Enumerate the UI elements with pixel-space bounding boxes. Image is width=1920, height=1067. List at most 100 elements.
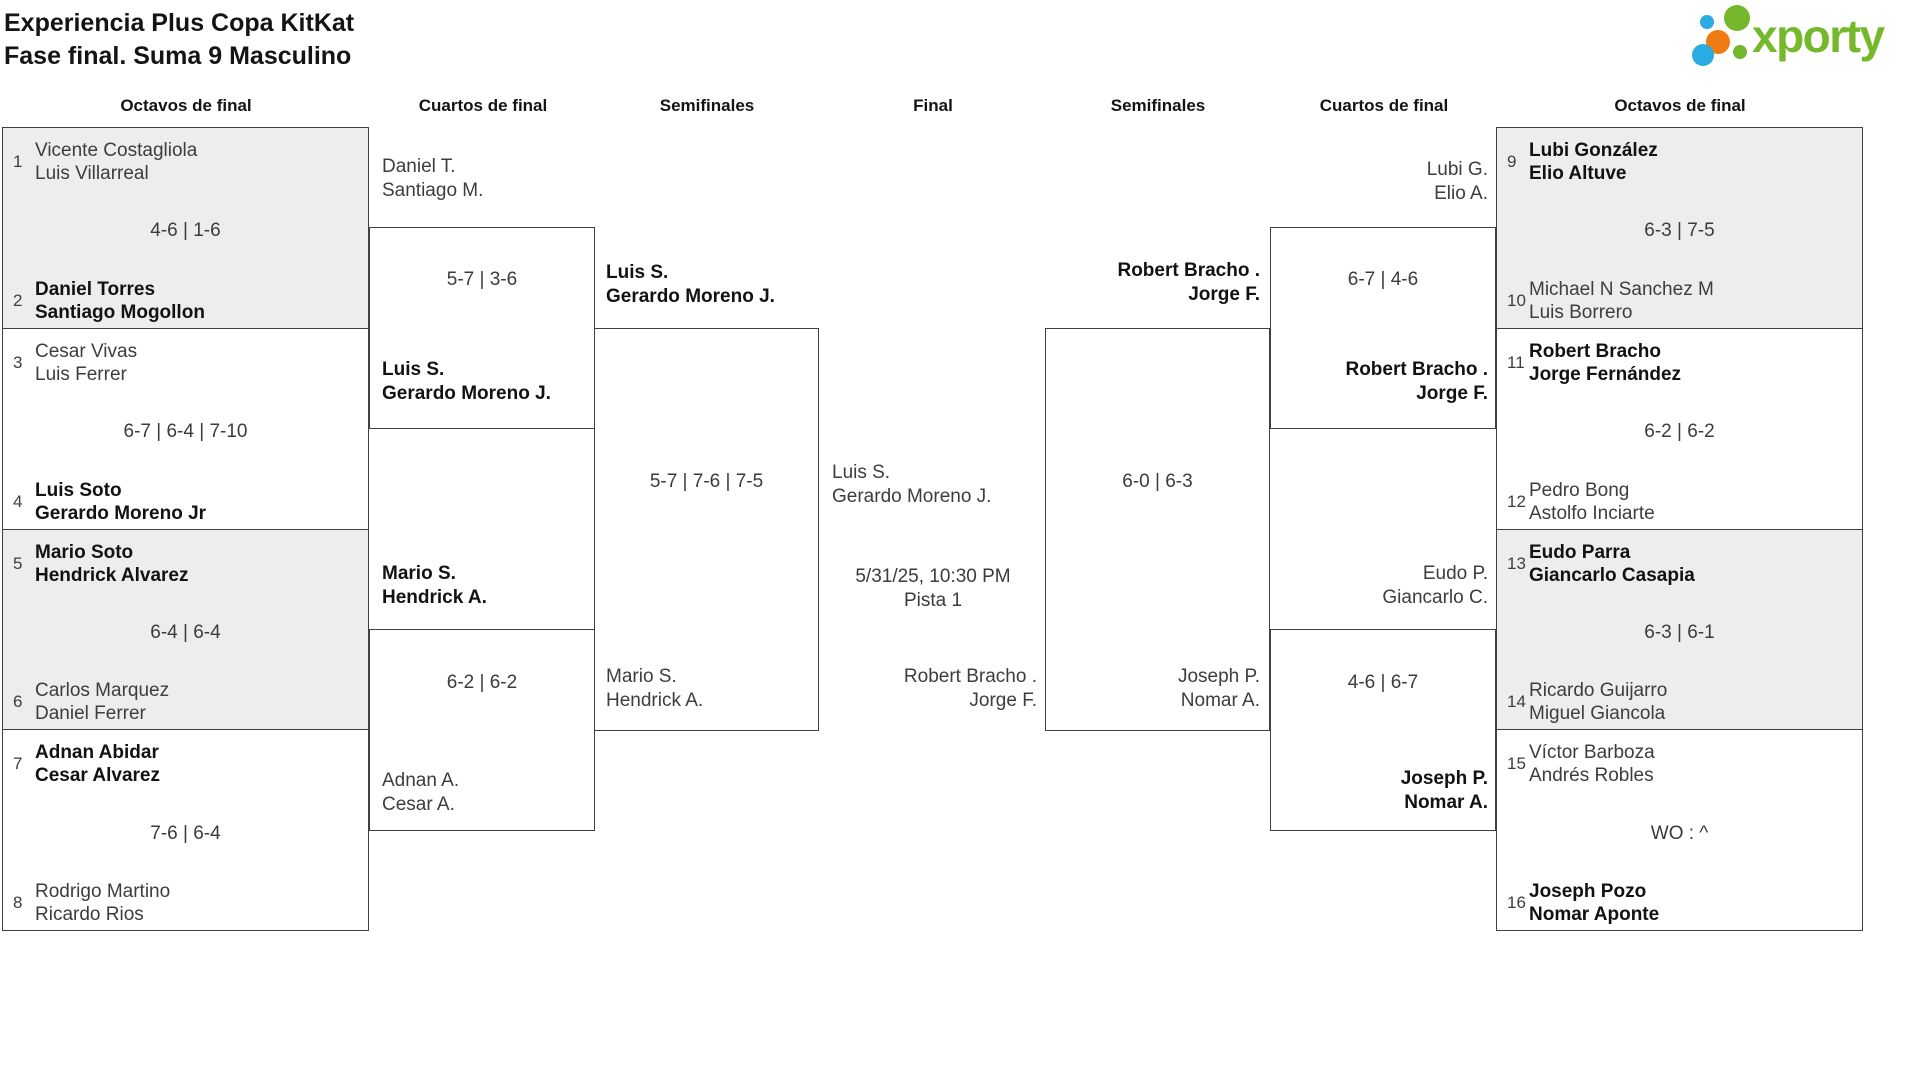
- team-names: Cesar Vivas Luis Ferrer: [35, 340, 137, 386]
- match-box-r16-1[interactable]: 1 Vicente Costagliola Luis Villarreal 4-…: [3, 128, 368, 328]
- player-name: Miguel Giancola: [1529, 703, 1666, 725]
- player-name: Robert Bracho: [1529, 340, 1661, 362]
- team-label-final-top: Luis S. Gerardo Moreno J.: [832, 461, 991, 509]
- player-name: Jorge F.: [1416, 383, 1488, 404]
- match-box-r16-3[interactable]: 5 Mario Soto Hendrick Alvarez 6-4 | 6-4 …: [3, 528, 368, 730]
- seed-number: 4: [13, 491, 23, 511]
- player-name: Elio Altuve: [1529, 163, 1627, 184]
- player-name: Nomar A.: [1180, 690, 1260, 711]
- page-title: Experiencia Plus Copa KitKat Fase final.…: [4, 7, 354, 73]
- logo-dot-green-big: [1724, 5, 1750, 31]
- logo-dot-green-small: [1733, 45, 1747, 59]
- team-row: 16 Joseph Pozo Nomar Aponte: [1507, 880, 1852, 926]
- player-name: Víctor Barboza: [1529, 742, 1655, 764]
- seed-number: 14: [1507, 692, 1526, 712]
- round-header-qf-right: Cuartos de final: [1319, 96, 1449, 115]
- player-name: Lubi G.: [1426, 159, 1488, 180]
- team-label-qf-right-2-top: Eudo P. Giancarlo C.: [1270, 562, 1488, 610]
- player-name: Ricardo Guijarro: [1529, 680, 1668, 702]
- player-name: Gerardo Moreno Jr: [35, 502, 207, 524]
- team-names: Pedro Bong Astolfo Inciarte: [1529, 479, 1655, 525]
- team-names: Vicente Costagliola Luis Villarreal: [35, 139, 197, 185]
- logo-dot-blue-small: [1700, 15, 1714, 29]
- seed-number: 13: [1507, 553, 1526, 573]
- player-name: Hendrick A.: [606, 690, 704, 711]
- seed-number: 9: [1507, 152, 1517, 171]
- match-box-r16-4[interactable]: 7 Adnan Abidar Cesar Alvarez 7-6 | 6-4 8…: [3, 729, 368, 930]
- team-label-qf-left-1-top: Daniel T. Santiago M.: [382, 155, 483, 203]
- player-name: Joseph P.: [1177, 666, 1260, 687]
- player-name: Vicente Costagliola: [35, 140, 198, 161]
- team-names: Daniel Torres Santiago Mogollon: [35, 278, 205, 324]
- seed-number: 15: [1507, 754, 1526, 774]
- team-row: 12 Pedro Bong Astolfo Inciarte: [1507, 479, 1852, 525]
- team-names: Luis Soto Gerardo Moreno Jr: [35, 479, 206, 525]
- match-box-sf-right[interactable]: [1045, 328, 1270, 731]
- player-name: Gerardo Moreno J.: [606, 286, 775, 307]
- player-name: Mario Soto: [35, 541, 134, 563]
- player-name: Joseph P.: [1400, 768, 1488, 789]
- player-name: Elio A.: [1434, 183, 1488, 204]
- team-names: Mario Soto Hendrick Alvarez: [35, 541, 188, 587]
- seed-number: 11: [1507, 352, 1525, 372]
- team-names: Robert Bracho Jorge Fernández: [1529, 340, 1681, 386]
- team-names: Rodrigo Martino Ricardo Rios: [35, 880, 170, 926]
- final-schedule: 5/31/25, 10:30 PM Pista 1: [855, 566, 1011, 611]
- match-score: WO : ^: [1650, 822, 1709, 844]
- match-box-qf-right-2[interactable]: [1270, 629, 1496, 831]
- match-score-qf-left-2: 6-2 | 6-2: [446, 672, 518, 693]
- match-box-sf-left[interactable]: [594, 328, 819, 731]
- player-name: Rodrigo Martino: [35, 881, 171, 902]
- match-box-r16-7[interactable]: 13 Eudo Parra Giancarlo Casapia 6-3 | 6-…: [1497, 528, 1862, 730]
- player-name: Robert Bracho .: [1345, 359, 1488, 380]
- match-score: 6-3 | 7-5: [1644, 220, 1715, 242]
- player-name: Joseph Pozo: [1529, 881, 1647, 902]
- round-header-sf-right: Semifinales: [1110, 96, 1206, 115]
- player-name: Mario S.: [606, 666, 677, 687]
- match-score-sf-left: 5-7 | 7-6 | 7-5: [649, 471, 764, 492]
- player-name: Luis Borrero: [1529, 301, 1633, 323]
- team-row: 7 Adnan Abidar Cesar Alvarez: [13, 741, 358, 787]
- player-name: Luis S.: [832, 462, 891, 483]
- match-score-sf-right: 6-0 | 6-3: [1122, 471, 1193, 492]
- match-box-r16-8[interactable]: 15 Víctor Barboza Andrés Robles WO : ^ 1…: [1497, 729, 1862, 930]
- r16-left-column: 1 Vicente Costagliola Luis Villarreal 4-…: [2, 127, 369, 931]
- team-label-qf-right-1-top: Lubi G. Elio A.: [1270, 158, 1488, 206]
- match-box-r16-6[interactable]: 11 Robert Bracho Jorge Fernández 6-2 | 6…: [1497, 327, 1862, 529]
- match-score-qf-right-2: 4-6 | 6-7: [1347, 672, 1419, 693]
- player-name: Carlos Marquez: [35, 680, 170, 702]
- team-row: 3 Cesar Vivas Luis Ferrer: [13, 340, 358, 386]
- match-box-r16-2[interactable]: 3 Cesar Vivas Luis Ferrer 6-7 | 6-4 | 7-…: [3, 327, 368, 529]
- player-name: Eudo Parra: [1529, 541, 1631, 563]
- match-score: 4-6 | 1-6: [150, 220, 221, 242]
- player-name: Jorge F.: [1188, 284, 1260, 305]
- player-name: Mario S.: [382, 563, 456, 584]
- match-score: 6-7 | 6-4 | 7-10: [123, 421, 248, 443]
- match-box-r16-5[interactable]: 9 Lubi González Elio Altuve 6-3 | 7-5 10…: [1497, 128, 1862, 328]
- match-score: 6-3 | 6-1: [1644, 621, 1715, 643]
- seed-number: 2: [13, 290, 23, 310]
- team-names: Adnan Abidar Cesar Alvarez: [35, 741, 160, 787]
- player-name: Daniel T.: [382, 156, 456, 177]
- team-row: 14 Ricardo Guijarro Miguel Giancola: [1507, 679, 1852, 725]
- team-names: Joseph Pozo Nomar Aponte: [1529, 880, 1659, 926]
- round-header-r16-right: Octavos de final: [1614, 96, 1746, 115]
- team-row: 2 Daniel Torres Santiago Mogollon: [13, 278, 358, 324]
- team-names: Víctor Barboza Andrés Robles: [1529, 741, 1655, 787]
- team-names: Carlos Marquez Daniel Ferrer: [35, 679, 169, 725]
- round-header-qf-left: Cuartos de final: [418, 96, 548, 115]
- match-score-qf-left-1: 5-7 | 3-6: [446, 269, 518, 290]
- seed-number: 10: [1507, 290, 1526, 310]
- team-names: Eudo Parra Giancarlo Casapia: [1529, 541, 1695, 587]
- player-name: Luis Villarreal: [35, 163, 149, 184]
- team-label-qf-right-1-bottom: Robert Bracho . Jorge F.: [1270, 358, 1488, 406]
- player-name: Eudo P.: [1422, 563, 1488, 584]
- player-name: Adnan A.: [382, 770, 460, 791]
- player-name: Luis S.: [606, 262, 669, 283]
- match-box-qf-right-1[interactable]: [1270, 227, 1496, 429]
- player-name: Santiago Mogollon: [35, 301, 205, 323]
- xporty-logo[interactable]: xporty: [1688, 2, 1918, 68]
- round-header-r16-left: Octavos de final: [120, 96, 252, 115]
- player-name: Luis S.: [382, 359, 445, 380]
- team-row: 1 Vicente Costagliola Luis Villarreal: [13, 139, 358, 185]
